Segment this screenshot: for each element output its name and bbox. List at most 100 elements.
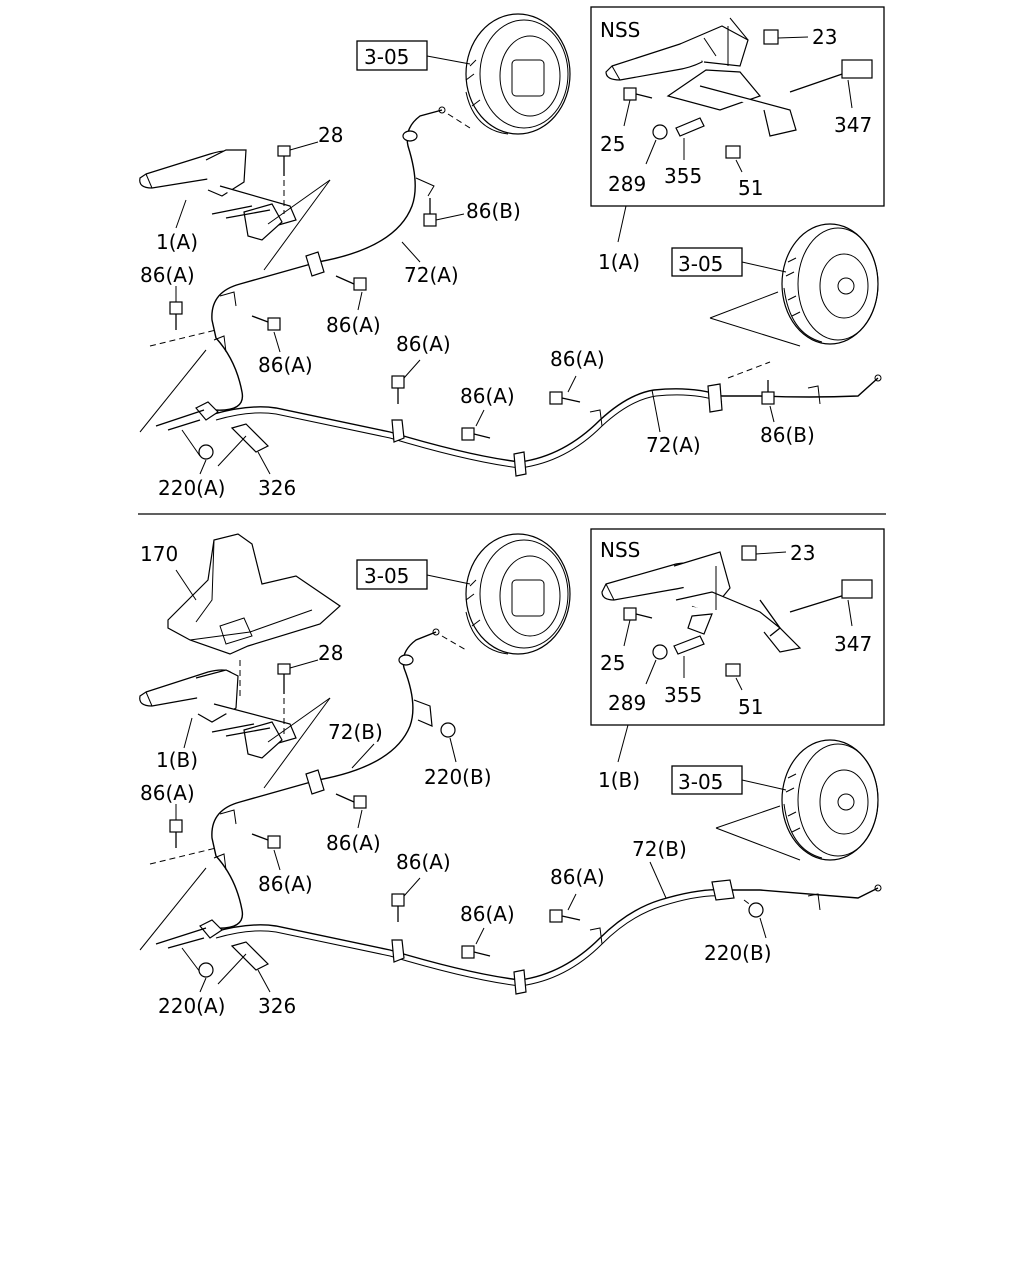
- bolt-86a-left: [169, 804, 183, 848]
- label-51: 51: [738, 695, 763, 719]
- console-170: [167, 533, 341, 700]
- label-86a-lowmid: 86(A): [460, 384, 515, 408]
- inset-nut-289: [645, 644, 668, 685]
- bolt-86a-lowmid: [461, 409, 491, 441]
- bolt-86a-mid: [251, 833, 281, 871]
- label-72-front: 72(B): [328, 720, 383, 744]
- label-lever-assy: 1(B): [156, 748, 198, 772]
- label-inset-assy: 1(A): [598, 250, 640, 274]
- bolt-86a-right: [549, 375, 581, 405]
- front-cable: [211, 628, 467, 929]
- label-220b-rear: 220(B): [704, 941, 772, 965]
- ref-box-front-drum: 3-05: [356, 40, 471, 71]
- front-brake-drum: [465, 13, 571, 135]
- bolt-86a-center: [391, 359, 421, 404]
- label-ref-rear-drum: 3-05: [678, 252, 723, 276]
- label-86a-center: 86(A): [396, 332, 451, 356]
- label-86a-right: 86(A): [550, 865, 605, 889]
- label-347: 347: [834, 113, 872, 137]
- label-220a: 220(A): [158, 476, 225, 500]
- label-72-front: 72(A): [404, 263, 459, 287]
- label-355: 355: [664, 164, 702, 188]
- label-86a-mid: 86(A): [258, 872, 313, 896]
- label-86a-left: 86(A): [140, 781, 195, 805]
- ref-box-rear-drum: 3-05: [671, 765, 801, 861]
- parking-lever-assembly: [139, 149, 297, 241]
- cable-equalizer: [139, 847, 223, 973]
- panel-bottom: NSS 23 347 25 289 355 51 1(B): [139, 528, 885, 1018]
- rear-cable: [213, 861, 882, 995]
- bolt-86a-clip: [335, 275, 367, 311]
- inset-bolt-23: [763, 29, 809, 45]
- inset-rod-347: [789, 59, 873, 109]
- label-86b-upper: 86(B): [466, 199, 521, 223]
- bolt-86b-upper: [423, 198, 465, 227]
- bracket-326: [217, 941, 271, 993]
- inset-pin-355: [675, 117, 705, 160]
- inset-box: NSS 23 347 25 289 355 51 1(A): [590, 6, 885, 274]
- label-289: 289: [608, 172, 646, 196]
- label-170: 170: [140, 542, 178, 566]
- label-72-rear: 72(A): [646, 433, 701, 457]
- nut-220a: [198, 444, 214, 475]
- inset-lever-assembly: [605, 17, 797, 137]
- bolt-86a-lowmid: [461, 927, 491, 959]
- label-25: 25: [600, 132, 625, 156]
- bracket-326: [217, 423, 271, 475]
- rear-cable: [213, 361, 882, 477]
- inset-bushing-51: [725, 663, 743, 691]
- bolt-86a-clip: [335, 793, 367, 829]
- inset-bolt-23: [741, 545, 787, 561]
- parking-lever-assembly: [139, 669, 297, 759]
- ref-box-rear-drum: 3-05: [671, 247, 801, 347]
- bolt-28: [277, 141, 319, 214]
- bolt-86a-left: [169, 286, 183, 330]
- label-72-rear: 72(B): [632, 837, 687, 861]
- inset-bushing-51: [725, 145, 743, 173]
- label-28: 28: [318, 641, 343, 665]
- inset-nut-289: [645, 124, 668, 165]
- label-ref-rear-drum: 3-05: [678, 770, 723, 794]
- label-23: 23: [790, 541, 815, 565]
- label-25: 25: [600, 651, 625, 675]
- nut-220a: [198, 962, 214, 993]
- label-86a-left: 86(A): [140, 263, 195, 287]
- label-nss: NSS: [600, 18, 640, 42]
- bolt-28: [277, 659, 319, 734]
- bolt-86a-center: [391, 877, 421, 922]
- front-brake-drum: [465, 533, 571, 655]
- label-lever-assy: 1(A): [156, 230, 198, 254]
- panel-top: NSS 23 347 25 289 355 51 1(A) 3-05: [139, 6, 885, 500]
- label-nss: NSS: [600, 538, 640, 562]
- label-220a: 220(A): [158, 994, 225, 1018]
- label-ref-front-drum: 3-05: [364, 45, 409, 69]
- front-cable: [211, 106, 471, 411]
- label-86a-lowmid: 86(A): [460, 902, 515, 926]
- rear-brake-drum: [781, 223, 879, 345]
- bolt-86a-mid: [251, 315, 281, 353]
- label-ref-front-drum: 3-05: [364, 564, 409, 588]
- label-86a-clip: 86(A): [326, 313, 381, 337]
- label-347: 347: [834, 632, 872, 656]
- inset-pin-355: [673, 635, 705, 678]
- nut-220b-rear: [743, 899, 767, 939]
- label-51: 51: [738, 176, 763, 200]
- label-326: 326: [258, 994, 296, 1018]
- label-326: 326: [258, 476, 296, 500]
- rear-brake-drum: [781, 739, 879, 861]
- inset-bolt-25: [623, 87, 653, 127]
- label-220b-upper: 220(B): [424, 765, 492, 789]
- inset-rod-347: [789, 579, 873, 627]
- inset-bolt-25: [623, 607, 653, 647]
- label-86a-clip: 86(A): [326, 831, 381, 855]
- label-inset-assy: 1(B): [598, 768, 640, 792]
- label-86a-right: 86(A): [550, 347, 605, 371]
- inset-box: NSS 23 347 25 289 355 51 1(B): [590, 528, 885, 792]
- label-23: 23: [812, 25, 837, 49]
- ref-box-front-drum: 3-05: [356, 559, 471, 590]
- bolt-86b-rear: [761, 380, 775, 423]
- label-86b-rear: 86(B): [760, 423, 815, 447]
- label-289: 289: [608, 691, 646, 715]
- inset-lever-assembly: [601, 551, 802, 653]
